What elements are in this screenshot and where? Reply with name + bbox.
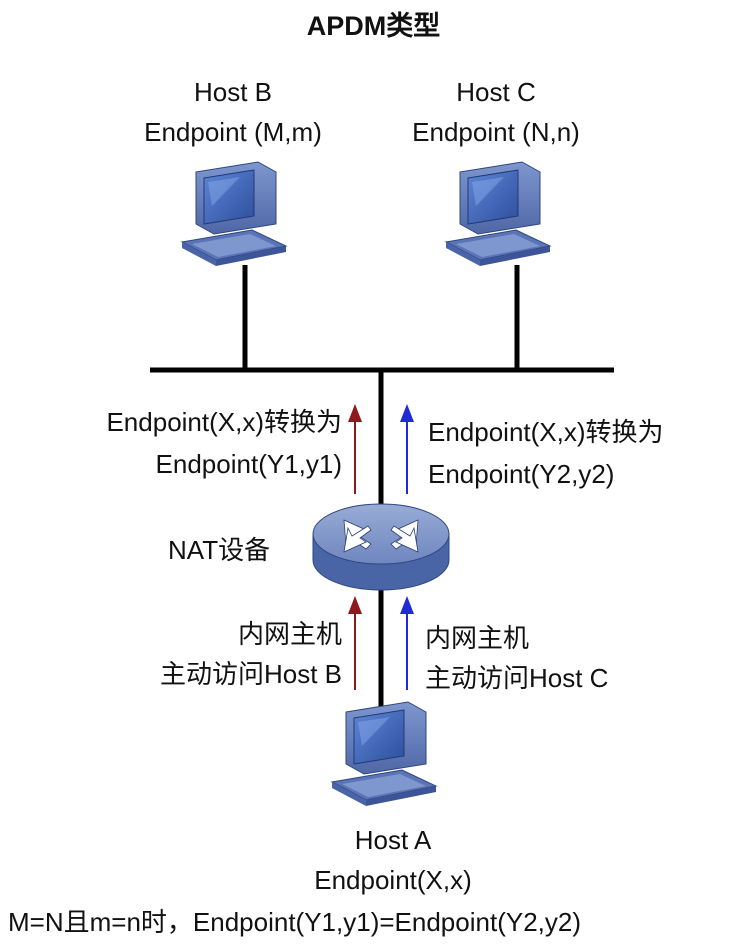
arrow-access-to-b <box>348 596 362 690</box>
translation-left-line1: Endpoint(X,x)转换为 <box>106 407 342 437</box>
access-right-line1: 内网主机 <box>425 623 530 653</box>
host-b-endpoint: Endpoint (M,m) <box>144 117 322 147</box>
diagram-title: APDM类型 <box>306 11 441 41</box>
translation-right-line2: Endpoint(Y2,y2) <box>428 459 615 489</box>
host-a-computer-icon <box>331 701 437 807</box>
translation-left-line2: Endpoint(Y1,y1) <box>155 449 342 479</box>
access-right-line2: 主动访问Host C <box>425 663 609 693</box>
arrow-translation-to-c <box>400 404 414 494</box>
host-a-name: Host A <box>354 825 432 855</box>
host-c-name: Host C <box>456 77 536 107</box>
host-c-computer-icon <box>445 161 551 267</box>
arrow-translation-to-b <box>348 404 362 494</box>
host-b-name: Host B <box>193 77 273 107</box>
host-b-computer-icon <box>181 161 287 267</box>
footer-condition: M=N且m=n时，Endpoint(Y1,y1)=Endpoint(Y2,y2) <box>8 907 581 937</box>
arrow-access-to-c <box>400 596 414 690</box>
host-a-endpoint: Endpoint(X,x) <box>314 865 472 895</box>
access-left-line1: 内网主机 <box>237 619 342 649</box>
nat-router-icon <box>312 503 450 591</box>
nat-device-label: NAT设备 <box>168 535 271 565</box>
host-c-endpoint: Endpoint (N,n) <box>412 117 580 147</box>
access-left-line2: 主动访问Host B <box>159 659 342 689</box>
translation-right-line1: Endpoint(X,x)转换为 <box>428 417 664 447</box>
